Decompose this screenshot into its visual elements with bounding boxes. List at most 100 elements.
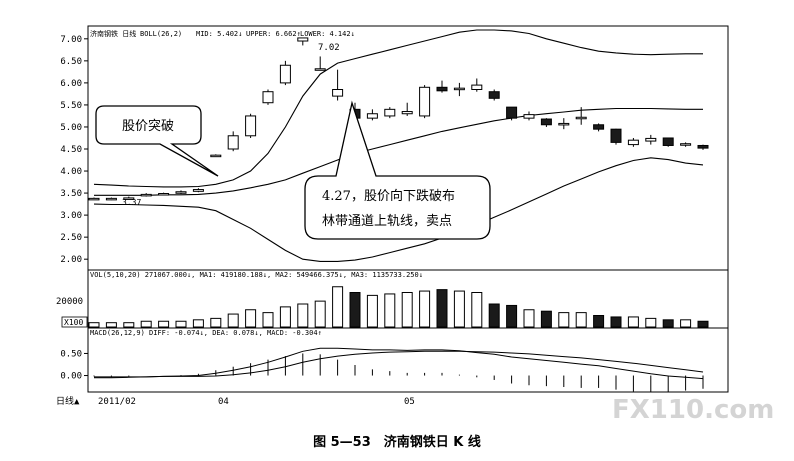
low-price-label: 3.37 — [122, 198, 141, 207]
volume-bar — [227, 313, 239, 328]
volume-bar — [314, 300, 326, 328]
volume-bar — [279, 306, 291, 328]
watermark: FX110.com — [612, 395, 774, 425]
candle-body — [210, 154, 222, 158]
candle-body — [401, 111, 413, 115]
sell-callout: 4.27，股价向下跌破布 林带通道上轨线，卖点 — [304, 100, 491, 240]
main-ytick-label: 6.00 — [60, 79, 82, 89]
breakout-callout: 股价突破 — [95, 105, 219, 177]
volume-bar — [192, 319, 204, 328]
main-ytick-label: 4.00 — [60, 167, 82, 177]
volume-bar — [210, 317, 222, 328]
volume-bar — [401, 292, 413, 328]
volume-bar — [610, 316, 622, 328]
volume-bar — [175, 320, 187, 328]
boll-upper-line — [93, 29, 703, 188]
candle-body — [88, 197, 100, 201]
main-header-upper: UPPER: 6.662↑ — [246, 30, 301, 38]
candle-body — [593, 124, 605, 130]
macd-diff-line — [94, 347, 704, 380]
macd-y-axis: 0.50 0.00 — [60, 349, 88, 382]
volume-ytick: 20000 — [56, 297, 83, 307]
candle-body — [297, 37, 309, 42]
main-header-stock: 济南钢铁 日线 — [90, 29, 136, 38]
volume-bar — [488, 303, 500, 328]
volume-bar — [88, 322, 100, 328]
candle-body — [436, 86, 448, 92]
volume-unit: X100 — [64, 318, 83, 327]
boll-lower-line — [93, 157, 704, 262]
volume-bar — [540, 310, 552, 328]
volume-bar — [436, 289, 448, 328]
main-ytick-label: 5.00 — [60, 123, 82, 133]
candle-body — [645, 137, 657, 142]
sell-callout-line1: 4.27，股价向下跌破布 — [322, 188, 455, 204]
volume-bar — [506, 304, 518, 328]
candle-body — [314, 68, 326, 71]
main-ytick-label: 4.50 — [60, 145, 82, 155]
candle-body — [575, 116, 587, 120]
volume-bar — [575, 312, 587, 328]
candle-body — [488, 91, 500, 99]
volume-bars — [88, 286, 709, 328]
candle-body — [262, 91, 274, 104]
main-header-mid: MID: 5.402↓ — [196, 30, 242, 38]
volume-bar — [558, 312, 570, 328]
bollinger-bands — [93, 29, 704, 262]
macd-dea-line — [94, 350, 704, 378]
volume-bar — [140, 320, 152, 328]
main-ytick-label: 5.50 — [60, 101, 82, 111]
main-ytick-label: 2.50 — [60, 233, 82, 243]
volume-bar — [645, 317, 657, 328]
candle-body — [453, 87, 465, 91]
candle-body — [627, 139, 639, 146]
candle-body — [558, 122, 570, 126]
volume-header: VOL(5,10,20) 271067.000↓, MA1: 419180.18… — [90, 271, 423, 279]
sell-callout-line2: 林带通道上轨线，卖点 — [322, 214, 452, 229]
volume-bar — [697, 320, 709, 328]
candle-body — [610, 128, 622, 143]
candle-body — [140, 193, 152, 197]
main-ytick-label: 3.00 — [60, 211, 82, 221]
candle-body — [245, 115, 257, 137]
candle-body — [105, 197, 117, 201]
macd-series — [93, 347, 704, 393]
main-ytick-label: 2.00 — [60, 255, 82, 265]
candle-body — [680, 143, 692, 146]
volume-bar — [593, 315, 605, 328]
volume-bar — [349, 292, 361, 328]
main-ytick-label: 3.50 — [60, 189, 82, 199]
main-header-lower: LOWER: 4.142↓ — [300, 30, 355, 38]
volume-bar — [123, 322, 135, 328]
volume-bar — [680, 319, 692, 328]
candle-body — [175, 191, 187, 194]
volume-bar — [332, 286, 344, 328]
main-y-axis: 7.006.506.005.505.004.504.003.503.002.50… — [60, 35, 88, 265]
volume-bar — [105, 322, 117, 328]
candle-body — [366, 113, 378, 119]
macd-ytick-label: 0.00 — [60, 372, 82, 382]
volume-unit-box — [61, 316, 88, 328]
candle-body — [662, 137, 674, 146]
volume-bar — [453, 290, 465, 328]
volume-bar — [419, 290, 431, 328]
candle-body — [506, 106, 518, 119]
main-header-indicator: BOLL(26,2) — [140, 30, 182, 38]
volume-bar — [471, 292, 483, 328]
candle-body — [471, 84, 483, 90]
volume-bar — [523, 309, 535, 328]
x-label-1: 04 — [218, 397, 229, 407]
volume-bar — [627, 316, 639, 328]
volume-bar — [297, 303, 309, 328]
main-ytick-label: 6.50 — [60, 57, 82, 67]
volume-bar — [262, 312, 274, 328]
candle-body — [384, 108, 396, 117]
breakout-callout-text: 股价突破 — [122, 118, 174, 134]
x-label-0: 2011/02 — [98, 397, 136, 407]
macd-ytick-label: 0.50 — [60, 349, 82, 359]
candle-body — [123, 197, 135, 200]
period-label[interactable]: 日线▲ — [56, 395, 80, 407]
candle-body — [540, 118, 552, 126]
volume-bar — [158, 320, 170, 328]
